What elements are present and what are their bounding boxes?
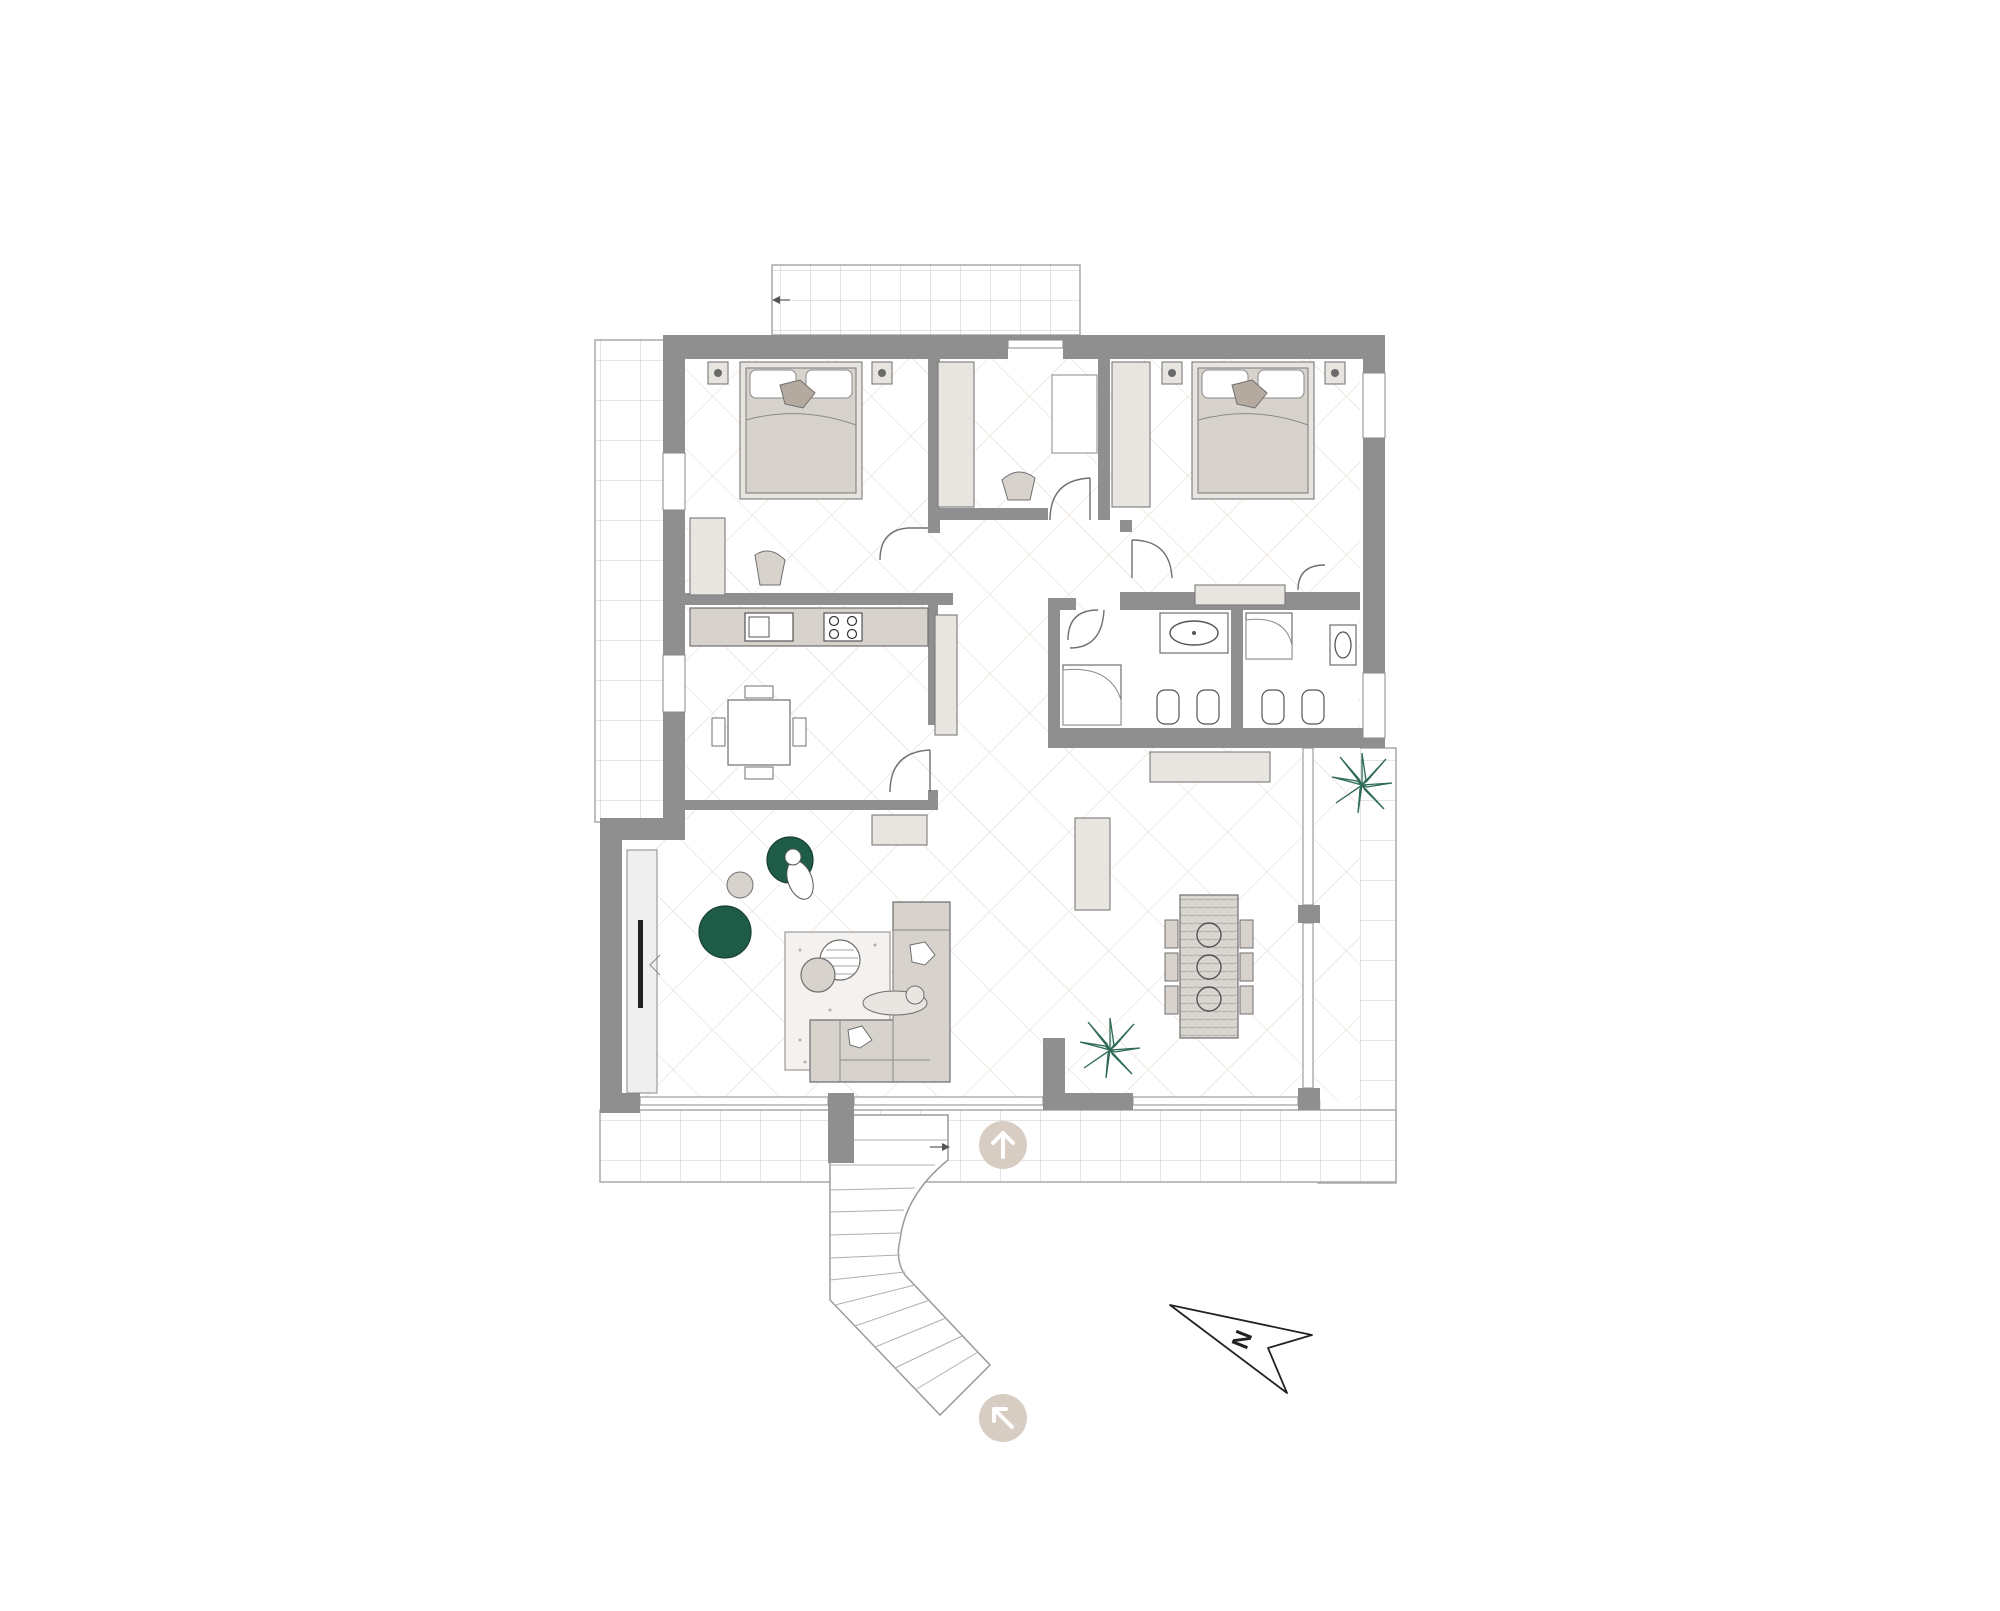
terrace-top	[771, 264, 1081, 336]
armchair-green-2	[698, 905, 752, 959]
entrance-arrow-up-icon[interactable]	[979, 1121, 1027, 1169]
island-counter	[1074, 817, 1111, 911]
toilet-1	[1196, 689, 1220, 725]
bedroom-2	[1111, 361, 1346, 606]
staircase	[829, 1114, 992, 1417]
wardrobe-2	[1111, 361, 1151, 508]
kitchen-counter	[689, 607, 929, 647]
bathroom-2	[1245, 612, 1357, 725]
doors	[1069, 609, 1105, 649]
stool	[726, 871, 754, 899]
kitchen-table	[727, 699, 791, 766]
windows	[639, 339, 1386, 1106]
bidet-1	[1156, 689, 1180, 725]
plant-icon	[1079, 1017, 1141, 1079]
study	[937, 361, 1098, 521]
bidet-2	[1261, 689, 1285, 725]
toilet-2	[1301, 689, 1325, 725]
north-arrow-icon: N	[1169, 1304, 1313, 1394]
dining-area	[1074, 751, 1271, 1039]
balcony-left	[594, 339, 666, 823]
dresser-2	[1194, 584, 1286, 606]
kitchen-cabinet	[934, 614, 958, 736]
kitchen	[689, 607, 958, 793]
plant-icon	[1331, 752, 1393, 814]
console	[1149, 751, 1271, 783]
side-table	[800, 957, 836, 993]
entrance-arrow-diagonal-icon[interactable]	[979, 1394, 1027, 1442]
bathroom-1	[1062, 609, 1229, 726]
living-room	[626, 814, 951, 1094]
dining-table	[1179, 894, 1239, 1039]
wardrobe-study	[937, 361, 975, 508]
cooktop-icon	[823, 612, 863, 642]
wardrobe-1	[689, 517, 726, 596]
tv	[638, 920, 643, 1008]
bedroom-1	[689, 361, 928, 596]
sideboard	[871, 814, 928, 846]
chair	[754, 550, 786, 586]
desk-chair	[1001, 471, 1036, 501]
desk	[1051, 374, 1098, 454]
